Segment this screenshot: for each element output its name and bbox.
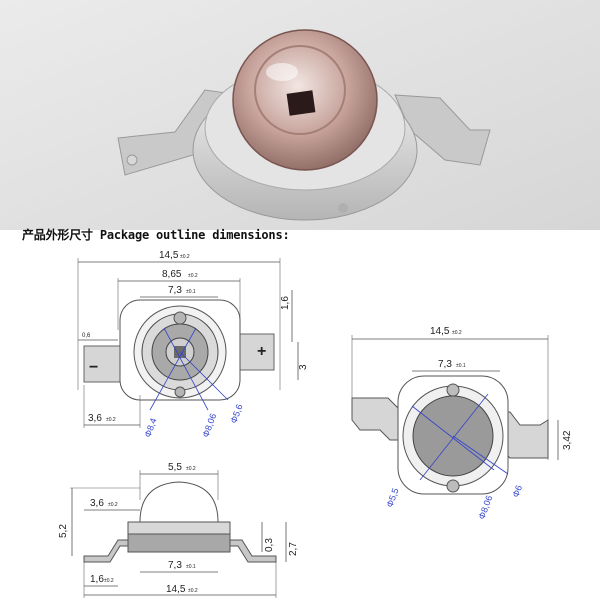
- svg-text:±0.2: ±0.2: [188, 588, 198, 594]
- svg-text:±0.1: ±0.1: [186, 564, 196, 570]
- plus-sign: +: [257, 343, 266, 360]
- back-body: 7,3: [438, 359, 452, 370]
- front-width-body: 8,65: [162, 269, 182, 280]
- side-width-total: 14,5: [166, 584, 186, 595]
- front-dia-outer: Φ8,4: [142, 417, 158, 439]
- photo-chip: [286, 90, 316, 116]
- svg-text:±0.1: ±0.1: [456, 363, 466, 369]
- side-total-height: 5,2: [58, 524, 69, 538]
- back-dia-b: Φ8,06: [476, 494, 494, 521]
- front-lead-small: 0,6: [82, 333, 91, 339]
- front-left-offset: 3,6: [88, 413, 102, 424]
- back-width-total: 14,5: [430, 326, 450, 337]
- svg-text:±0.1: ±0.1: [186, 289, 196, 295]
- front-width-total: 14,5: [159, 250, 179, 261]
- front-view: 14,5 ±0.2 8,65 ±0.2 7,3 ±0.1 1,6 3 0,6 −…: [77, 250, 309, 439]
- back-view: 14,5 ±0.2 7,3 ±0.1 3,42 Φ5,5 Φ8,06 Φ6: [351, 326, 573, 521]
- minus-sign: −: [89, 359, 98, 376]
- front-dia-mid: Φ8,06: [200, 412, 218, 439]
- svg-text:±0.2: ±0.2: [188, 273, 198, 279]
- front-lead-thickness: 1,6: [280, 296, 291, 310]
- front-lens-outer: 7,3: [168, 285, 182, 296]
- side-lens-height: 0,3: [264, 538, 275, 552]
- side-lens-width: 5,5: [168, 462, 182, 473]
- back-dia-c: Φ6: [510, 484, 524, 499]
- svg-text:±0.2: ±0.2: [104, 578, 114, 584]
- photo-right-lead: [394, 94, 491, 166]
- led-product-photo: [0, 0, 600, 230]
- front-lead-width: 3: [298, 364, 309, 370]
- back-height: 3,42: [562, 430, 573, 450]
- svg-text:±0.2: ±0.2: [186, 466, 196, 472]
- side-view: 5,5 ±0.2 3,6 ±0.2 5,2 0,3 2,7 7,3 ±0.1 1…: [58, 462, 299, 598]
- front-dia-inner: Φ5,6: [228, 403, 244, 425]
- svg-text:±0.2: ±0.2: [108, 502, 118, 508]
- svg-text:±0.2: ±0.2: [106, 417, 116, 423]
- side-left-offset: 3,6: [90, 498, 104, 509]
- back-dia-a: Φ5,5: [384, 487, 400, 509]
- side-body-width: 7,3: [168, 560, 182, 571]
- side-lead-length: 1,6: [90, 574, 104, 585]
- svg-text:±0.2: ±0.2: [452, 330, 462, 336]
- svg-text:±0.2: ±0.2: [180, 254, 190, 260]
- section-heading: 产品外形尺寸 Package outline dimensions:: [22, 228, 290, 242]
- side-body-height: 2,7: [288, 542, 299, 556]
